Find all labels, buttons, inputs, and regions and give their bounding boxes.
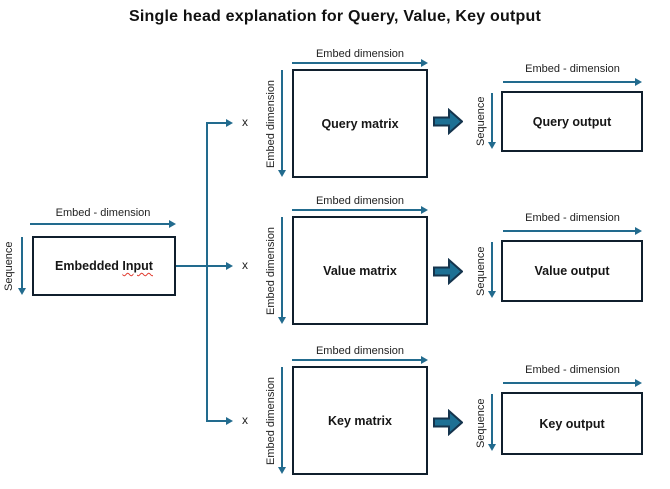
query-matrix-side-label: Embed dimension [265,79,277,168]
misspelled-word: Input [122,259,153,273]
key-matrix-label: Key matrix [328,413,392,428]
value-output-top-label: Embed - dimension [525,212,620,224]
query-output-box: Query output [501,91,643,152]
key-output-box: Key output [501,392,643,455]
query-output-top-label: Embed - dimension [525,63,620,75]
value-output-box: Value output [501,240,643,302]
multiply-symbol-key: x [242,413,248,427]
branch-arrow-key [207,416,233,425]
key-matrix-box: Key matrix [292,366,428,475]
input-sequence-label: Sequence [3,241,15,291]
key-output-side-arrow [487,394,496,451]
key-block-arrow-right-icon [433,409,463,436]
embedded-input-box: Embedded Input [32,236,176,296]
input-embed-dimension-arrow [30,219,176,228]
value-matrix-top-label: Embed dimension [315,195,405,207]
value-matrix-box: Value matrix [292,216,428,325]
key-matrix-top-label: Embed dimension [315,345,405,357]
value-output-top-arrow [503,226,642,235]
query-output-label: Query output [532,114,612,129]
query-block-arrow-right-icon [433,108,463,135]
value-output-side-arrow [487,242,496,298]
query-output-top-arrow [503,77,642,86]
query-matrix-top-label: Embed dimension [315,48,405,60]
query-matrix-side-arrow [277,70,286,177]
key-output-label: Key output [539,416,605,431]
branch-arrow-value [207,261,233,270]
input-sequence-arrow [17,237,26,295]
value-matrix-top-arrow [292,205,428,214]
key-output-top-arrow [503,378,642,387]
diagram-title: Single head explanation for Query, Value… [129,8,541,25]
embedded-input-label: Embedded Input [55,259,153,273]
value-block-arrow-right-icon [433,258,463,285]
key-matrix-side-label: Embed dimension [265,376,277,465]
query-matrix-box: Query matrix [292,69,428,178]
query-matrix-top-arrow [292,58,428,67]
multiply-symbol-value: x [242,258,248,272]
multiply-symbol-query: x [242,115,248,129]
value-matrix-side-label: Embed dimension [265,226,277,315]
query-matrix-label: Query matrix [321,116,399,131]
key-matrix-side-arrow [277,367,286,474]
input-embed-dimension-label: Embed - dimension [55,207,151,219]
value-matrix-label: Value matrix [323,263,397,278]
query-output-side-arrow [487,93,496,149]
key-matrix-top-arrow [292,355,428,364]
branch-vertical-line [206,122,208,422]
value-output-label: Value output [534,264,610,278]
key-output-top-label: Embed - dimension [525,364,620,376]
branch-arrow-query [207,118,233,127]
value-matrix-side-arrow [277,217,286,324]
input-output-connector-line [176,265,208,267]
